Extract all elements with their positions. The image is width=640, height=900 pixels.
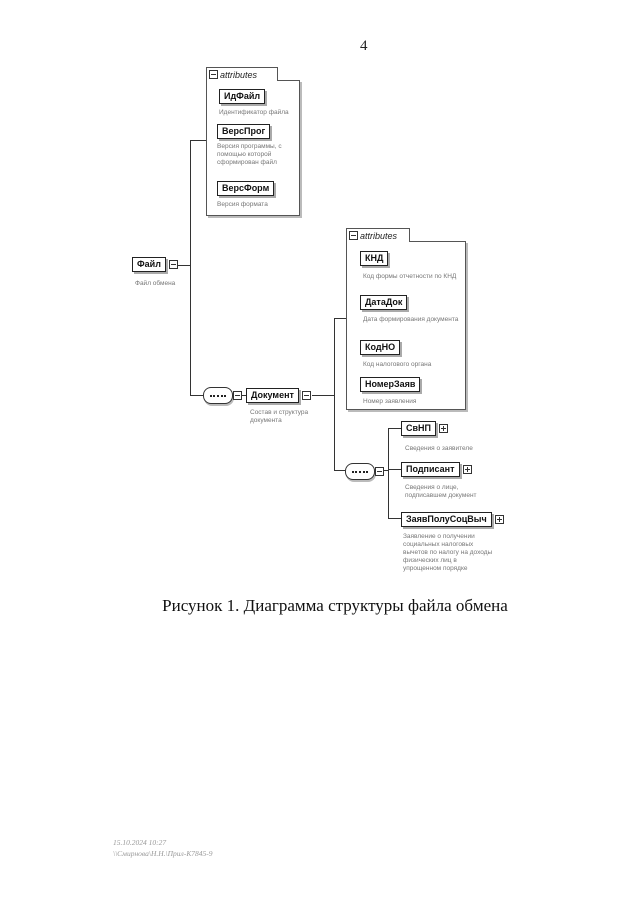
attribute-versprog[interactable]: ВерсПрог [217,124,271,139]
element-podpisant[interactable]: Подписант [401,462,460,477]
connector-line [334,318,346,319]
attributes-label: attributes [360,231,398,241]
attribute-desc: Идентификатор файла [219,109,289,116]
collapse-icon[interactable] [233,391,242,400]
element-file[interactable]: Файл [132,257,166,272]
attribute-desc: Версия формата [217,201,268,208]
connector-line [190,140,206,141]
connector-line [388,428,401,429]
root-attributes-tab[interactable]: attributes [206,67,278,81]
expand-icon[interactable] [439,424,449,433]
attribute-nomerzayav[interactable]: НомерЗаяв [360,377,421,392]
expand-icon[interactable] [494,515,504,524]
attribute-idfile[interactable]: ИдФайл [219,89,266,104]
sequence-icon [203,387,233,404]
collapse-icon[interactable] [349,231,358,240]
attribute-desc: Код налогового органа [363,361,432,368]
attribute-desc: Номер заявления [363,398,417,405]
connector-line [190,395,203,396]
connector-line [388,428,389,519]
element-desc: Заявление о получении социальных налогов… [403,533,493,572]
footer-file-reference: \\Смирнова\Н.Н.\Прил-К7845-9 [113,849,213,858]
attribute-kodno[interactable]: КодНО [360,340,401,355]
collapse-icon[interactable] [301,391,311,400]
element-zayavpolusocvych[interactable]: ЗаявПолуСоцВыч [401,512,492,527]
connector-line [334,470,345,471]
page-number: 4 [360,38,368,54]
connector-line [312,395,334,396]
connector-line [382,470,388,471]
connector-line [334,318,335,471]
attribute-datadok[interactable]: ДатаДок [360,295,408,310]
attribute-desc: Код формы отчетности по КНД [363,273,457,280]
attribute-knd[interactable]: КНД [360,251,389,266]
document-attributes-tab[interactable]: attributes [346,228,410,242]
element-desc: Сведения о лице, подписавшем документ [405,484,477,499]
expand-icon[interactable] [462,465,472,474]
element-svnp[interactable]: СвНП [401,421,437,436]
connector-line [240,395,246,396]
connector-line [388,469,401,470]
element-desc: Файл обмена [135,280,176,287]
collapse-icon[interactable] [209,70,218,79]
collapse-icon[interactable] [168,260,178,269]
attribute-desc: Версия программы, с помощью которой сфор… [217,143,282,166]
collapse-icon[interactable] [375,467,384,476]
attribute-versform[interactable]: ВерсФорм [217,181,275,196]
connector-line [178,265,190,266]
footer-timestamp: 15.10.2024 10:27 [113,838,167,847]
attribute-desc: Дата формирования документа [363,316,459,323]
sequence-icon [345,463,375,480]
element-document[interactable]: Документ [246,388,299,403]
figure-caption: Рисунок 1. Диаграмма структуры файла обм… [162,596,508,615]
element-desc: Сведения о заявителе [405,445,473,452]
element-desc: Состав и структура документа [250,409,309,424]
connector-line [190,140,191,396]
connector-line [388,518,401,519]
attributes-label: attributes [220,70,258,80]
